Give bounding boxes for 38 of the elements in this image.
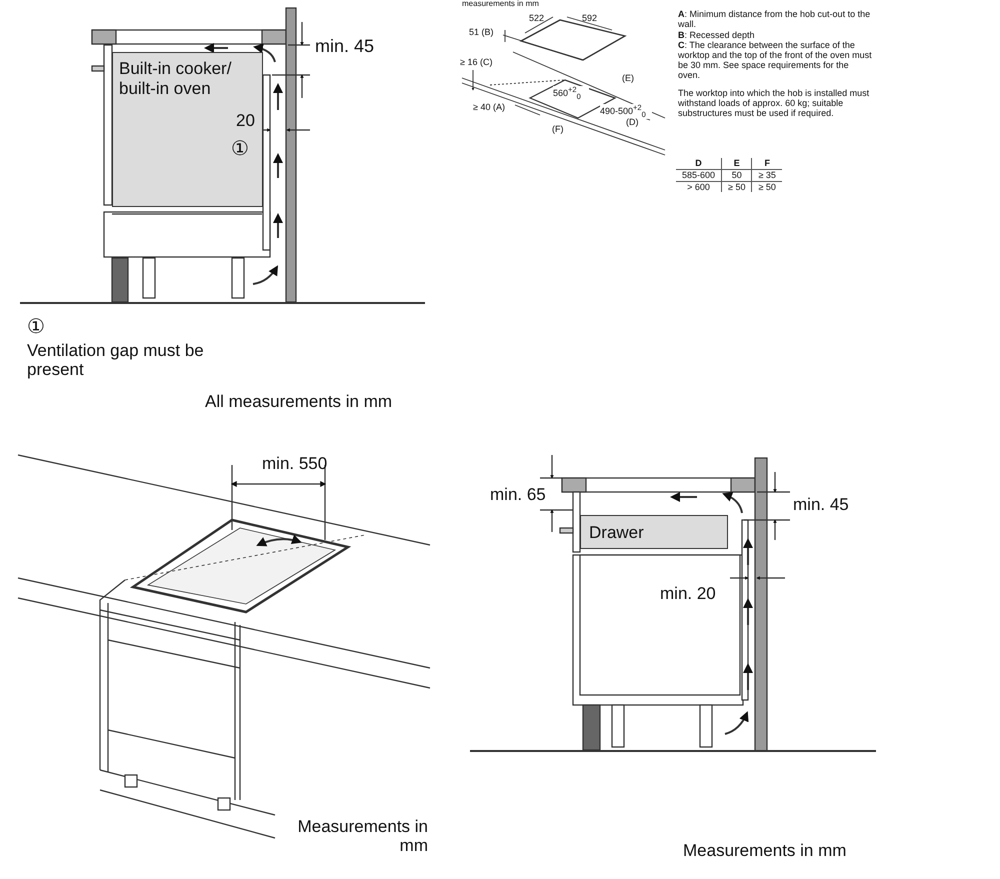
dimension-label: (D) (626, 118, 640, 128)
drawer-label: Drawer (589, 523, 645, 543)
note-text: A: Minimum distance from the hob cut-out to the wall. (678, 10, 872, 30)
table-cell: 50 (722, 169, 752, 182)
dimension-label: min. 550 (262, 455, 328, 474)
table-cell: > 600 (676, 181, 722, 192)
dimension-label: 51 (B) (469, 28, 495, 38)
dimension-label: (E) (622, 74, 635, 84)
callout-number: ① (27, 316, 46, 338)
dimension-label: ≥ 40 (A) (473, 103, 506, 113)
oven-box (112, 52, 263, 207)
units-note: All measurements in mm (205, 393, 394, 412)
callout-number: ① (231, 138, 250, 160)
oven-label: Built-in cooker/ built-in oven (119, 59, 232, 98)
note-text: Ventilation gap must be present (27, 342, 205, 380)
table-header: E (722, 158, 752, 170)
dimension-label: ≥ 16 (C) (460, 58, 494, 68)
dimension-label: 20 (236, 112, 256, 131)
dimension-label: min. 20 (660, 585, 717, 604)
units-note: Measurements in mm (683, 842, 848, 861)
note-text: The worktop into which the hob is installed must withstand loads of approx. 60 kg; suitable substructures must be used if required. (678, 89, 870, 119)
dimension-label: 592 (582, 14, 598, 24)
dimension-label: (F) (552, 125, 564, 135)
table-header: D (676, 158, 722, 170)
table-cell: ≥ 50 (752, 181, 782, 192)
dimension-label: min. 45 (315, 37, 376, 57)
drawer-box (580, 515, 728, 549)
note-text: C: The clearance between the surface of the worktop and the top of the front of the oven must be 30 mm. See space requirements for the oven. (678, 41, 873, 81)
table-cell: ≥ 35 (752, 169, 782, 182)
units-note: Measurements in mm (296, 818, 428, 856)
table-cell: ≥ 50 (722, 181, 752, 192)
dimension-label: min. 45 (793, 496, 850, 515)
dimension-label: min. 65 (490, 486, 547, 505)
table-header: F (752, 158, 782, 170)
table-cell: 585-600 (676, 169, 722, 182)
note-text: B: Recessed depth (678, 31, 756, 41)
units-note: measurements in mm (462, 0, 540, 9)
dimension-label: 522 (529, 14, 546, 24)
